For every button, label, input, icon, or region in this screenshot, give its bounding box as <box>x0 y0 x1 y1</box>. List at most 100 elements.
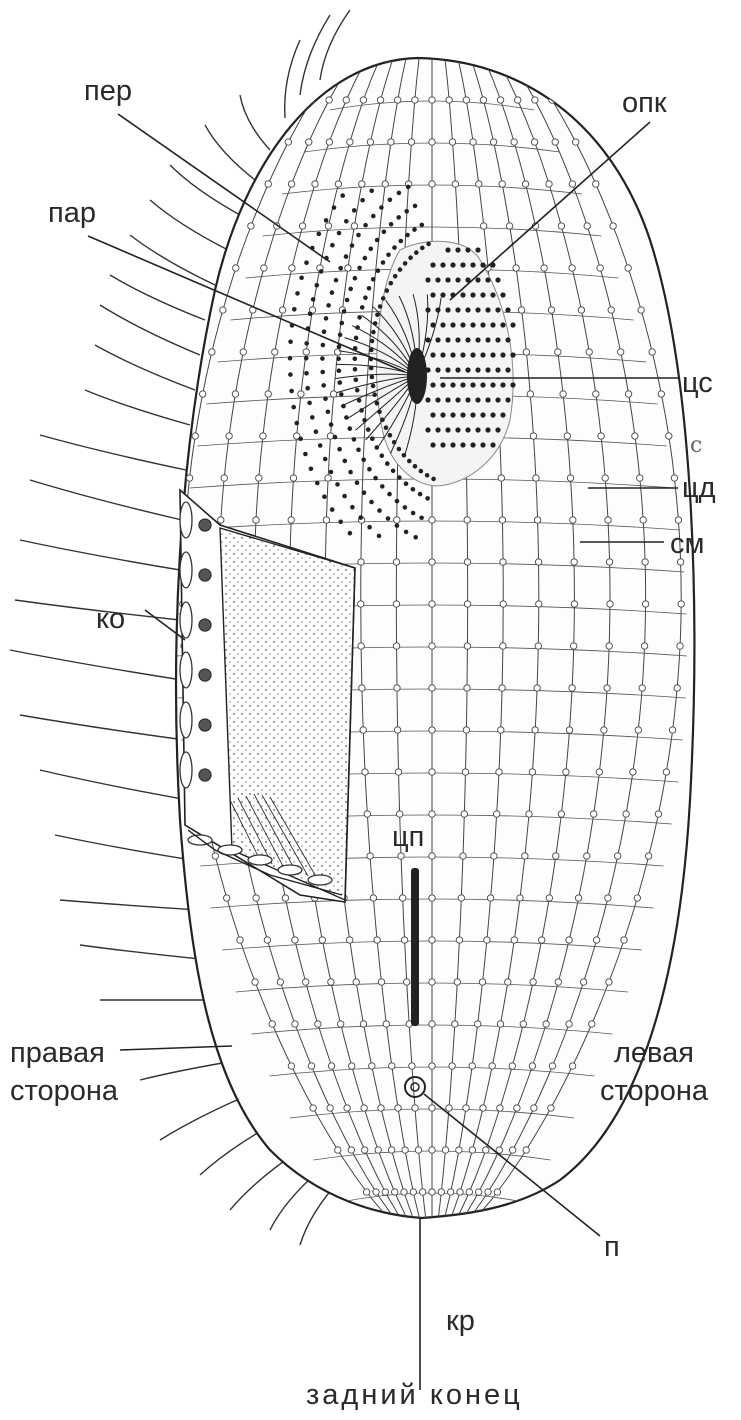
basal-body <box>410 1189 416 1195</box>
oral-dot <box>480 322 485 327</box>
basal-body <box>265 181 271 187</box>
basal-body <box>240 349 246 355</box>
basal-body <box>360 727 366 733</box>
peristome-dot <box>317 232 322 237</box>
basal-body <box>338 1021 344 1027</box>
peristome-dot <box>378 304 383 309</box>
peristome-dot <box>371 384 376 389</box>
oral-dot <box>430 292 435 297</box>
cilium <box>95 345 195 390</box>
peristome-dot <box>414 250 419 255</box>
oral-dot <box>500 382 505 387</box>
basal-body <box>678 601 684 607</box>
basal-body <box>402 1147 408 1153</box>
basal-body <box>394 685 400 691</box>
peristome-dot <box>380 418 385 423</box>
alveolus <box>180 602 192 638</box>
peristome-dot <box>332 205 337 210</box>
basal-body <box>494 1189 500 1195</box>
basal-body <box>558 223 564 229</box>
basal-body <box>378 1105 384 1111</box>
basal-body <box>510 1147 516 1153</box>
peristome-dot <box>342 494 347 499</box>
oral-dot <box>445 337 450 342</box>
basal-body <box>487 895 493 901</box>
basal-body <box>623 811 629 817</box>
basal-body <box>541 265 547 271</box>
basal-body <box>552 139 558 145</box>
peristome-dot <box>366 427 371 432</box>
basal-body <box>669 727 675 733</box>
peristome-dot <box>355 480 360 485</box>
basal-body <box>429 139 435 145</box>
basal-body <box>285 139 291 145</box>
basal-body <box>666 433 672 439</box>
basal-body <box>497 1105 503 1111</box>
peristome-dot <box>291 405 296 410</box>
basal-body <box>292 1021 298 1027</box>
basal-body <box>635 727 641 733</box>
cilium <box>110 275 205 320</box>
basal-body <box>298 391 304 397</box>
oral-dot <box>440 382 445 387</box>
oral-dot <box>480 352 485 357</box>
cilium <box>170 165 240 215</box>
basal-body <box>517 895 523 901</box>
oral-dot <box>450 262 455 267</box>
basal-body <box>461 811 467 817</box>
basal-body <box>569 181 575 187</box>
basal-body <box>429 853 435 859</box>
oral-dot <box>430 412 435 417</box>
peristome-dot <box>307 401 312 406</box>
oral-dot <box>470 352 475 357</box>
oral-dot <box>430 262 435 267</box>
basal-body <box>560 391 566 397</box>
basal-body <box>533 475 539 481</box>
basal-body <box>539 937 545 943</box>
basal-body <box>395 769 401 775</box>
oral-dot <box>465 397 470 402</box>
basal-body <box>553 853 559 859</box>
basal-body <box>483 1147 489 1153</box>
basal-body <box>351 223 357 229</box>
peristome-dot <box>408 255 413 260</box>
basal-body <box>398 853 404 859</box>
alveolus <box>180 702 192 738</box>
cilium <box>85 390 190 425</box>
basal-body <box>429 811 435 817</box>
peristome-dot <box>375 313 380 318</box>
basal-body <box>377 97 383 103</box>
oral-dot <box>495 367 500 372</box>
peristome-dot <box>396 215 401 220</box>
basal-body <box>476 1189 482 1195</box>
oral-dot <box>475 247 480 252</box>
basal-body <box>359 181 365 187</box>
basal-body <box>489 1063 495 1069</box>
oral-dot <box>460 382 465 387</box>
basal-body <box>479 979 485 985</box>
peristome-dot <box>348 426 353 431</box>
basal-body <box>226 433 232 439</box>
basal-body <box>639 685 645 691</box>
peristome-dot <box>367 467 372 472</box>
basal-body <box>566 727 572 733</box>
peristome-dot <box>369 247 374 252</box>
peristome-dot <box>357 266 362 271</box>
basal-body <box>637 475 643 481</box>
oral-dot <box>445 397 450 402</box>
peristome-dot <box>372 392 377 397</box>
basal-body <box>615 853 621 859</box>
basal-body <box>256 475 262 481</box>
oral-dot <box>500 412 505 417</box>
peristome-dot <box>382 230 387 235</box>
basal-body <box>671 475 677 481</box>
basal-body <box>564 433 570 439</box>
oral-dot <box>470 322 475 327</box>
basal-body <box>303 979 309 985</box>
oral-dot <box>495 277 500 282</box>
peristome-dot <box>370 436 375 441</box>
basal-body <box>452 181 458 187</box>
basal-body <box>481 223 487 229</box>
basal-body <box>500 559 506 565</box>
